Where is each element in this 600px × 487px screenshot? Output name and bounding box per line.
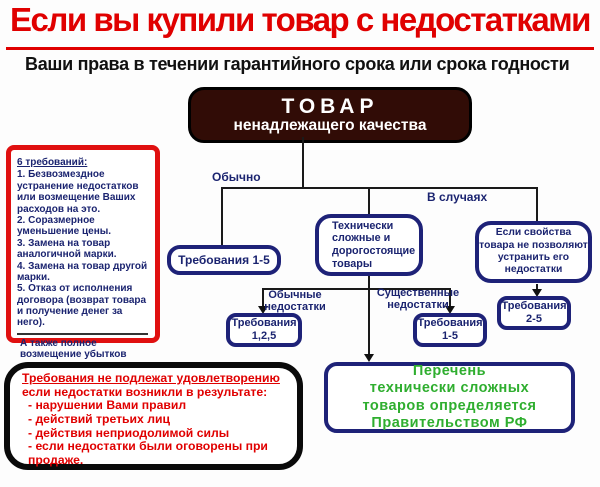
node-requirements-1-5-left: Требования 1-5 xyxy=(167,245,281,275)
requirement-item: 5. Отказ от исполнения договора (возврат… xyxy=(17,283,147,329)
label-in-cases: В случаях xyxy=(427,190,488,204)
connector-ordinary-drop xyxy=(262,288,264,307)
arrow-down-icon xyxy=(364,354,374,362)
node-line: дорогостоящие xyxy=(332,245,416,257)
exclusions-intro: если недостатки возникли в результате: xyxy=(22,384,268,399)
node-line: Требования xyxy=(501,300,567,313)
requirements-separator xyxy=(17,332,148,335)
requirements-footer-note: А также полное возмещение убытков xyxy=(20,337,127,361)
page-subtitle: Ваши права в течении гарантийного срока … xyxy=(25,54,570,74)
node-line: технически сложных xyxy=(369,380,530,397)
connector-sub-horizontal xyxy=(262,288,451,290)
node-line: недостатки xyxy=(504,264,563,276)
node-line: Если свойства xyxy=(495,227,572,239)
arrow-down-icon xyxy=(445,306,455,314)
label-usually: Обычно xyxy=(212,170,261,184)
exclusion-item: - если недостатки были оговорены при про… xyxy=(28,439,268,467)
title-underline xyxy=(6,47,594,50)
six-requirements-panel: 6 требований: 1. Безвозмездное устранени… xyxy=(6,145,160,360)
connector-root-down xyxy=(302,137,304,188)
node-line: Правительством РФ xyxy=(371,414,528,431)
connector-left-drop xyxy=(221,187,223,245)
product-root-node: ТОВАР ненадлежащего качества xyxy=(188,87,472,143)
exclusions-heading: Требования не подлежат удовлетворению xyxy=(22,371,280,385)
arrow-down-icon xyxy=(532,289,542,297)
node-line: устранить его xyxy=(497,252,570,263)
node-properties-prevent-repair: Если свойства товара не позволяют устран… xyxy=(475,221,592,283)
connector-substantial-drop xyxy=(449,288,451,307)
node-line: Требования xyxy=(231,317,297,330)
node-requirements-1-5-mid: Требования 1-5 xyxy=(413,313,487,347)
node-line: товаров определяется xyxy=(362,397,537,414)
node-requirements-1-2-5: Требования 1,2,5 xyxy=(226,313,302,347)
connector-mid-drop xyxy=(368,187,370,215)
page-title: Если вы купили товар с недостатками xyxy=(10,1,591,38)
requirements-heading: 6 требований: xyxy=(17,157,88,168)
node-requirements-2-5: Требования 2-5 xyxy=(497,296,571,330)
node-line: сложные и xyxy=(332,232,391,245)
node-line: товара не позволяют xyxy=(479,239,588,251)
connector-tech-down xyxy=(368,276,370,356)
product-root-subtitle: ненадлежащего качества xyxy=(233,116,427,134)
node-line: Требования xyxy=(417,317,483,330)
requirement-item: 1. Безвозмездное устранение недостатков … xyxy=(17,169,139,215)
exclusion-item: - нарушении Вами правил xyxy=(28,398,187,413)
label-ordinary-defects: Обычные недостатки xyxy=(264,289,326,313)
connector-main-horizontal xyxy=(221,187,538,189)
node-line: Технически xyxy=(332,219,394,232)
node-label: Требования 1-5 xyxy=(178,253,270,267)
connector-right-drop xyxy=(536,187,538,222)
exclusion-item: - действия неприодолимой силы xyxy=(28,425,230,440)
requirement-item: 2. Соразмерное уменьшение цены. xyxy=(17,214,112,238)
requirement-item: 3. Замена на товар аналогичной марки. xyxy=(17,237,117,261)
exclusion-item: - действий третьих лиц xyxy=(28,411,170,426)
node-line: 1-5 xyxy=(442,330,458,342)
node-line: товары xyxy=(332,257,373,270)
product-root-title: ТОВАР xyxy=(281,94,379,118)
label-substantial-defects: Существенные недостатки xyxy=(376,287,460,311)
node-technically-complex-goods: Технически сложные и дорогостоящие товар… xyxy=(315,214,423,276)
government-list-node: Перечень технически сложных товаров опре… xyxy=(324,362,575,433)
arrow-down-icon xyxy=(258,306,268,314)
exclusions-panel: Требования не подлежат удовлетворению ес… xyxy=(4,362,303,470)
connector-properties-drop xyxy=(536,284,538,291)
node-line: Перечень xyxy=(412,362,487,379)
node-line: 2-5 xyxy=(526,313,542,325)
requirement-item: 4. Замена на товар другой марки. xyxy=(17,260,148,283)
node-line: 1,2,5 xyxy=(251,330,277,342)
